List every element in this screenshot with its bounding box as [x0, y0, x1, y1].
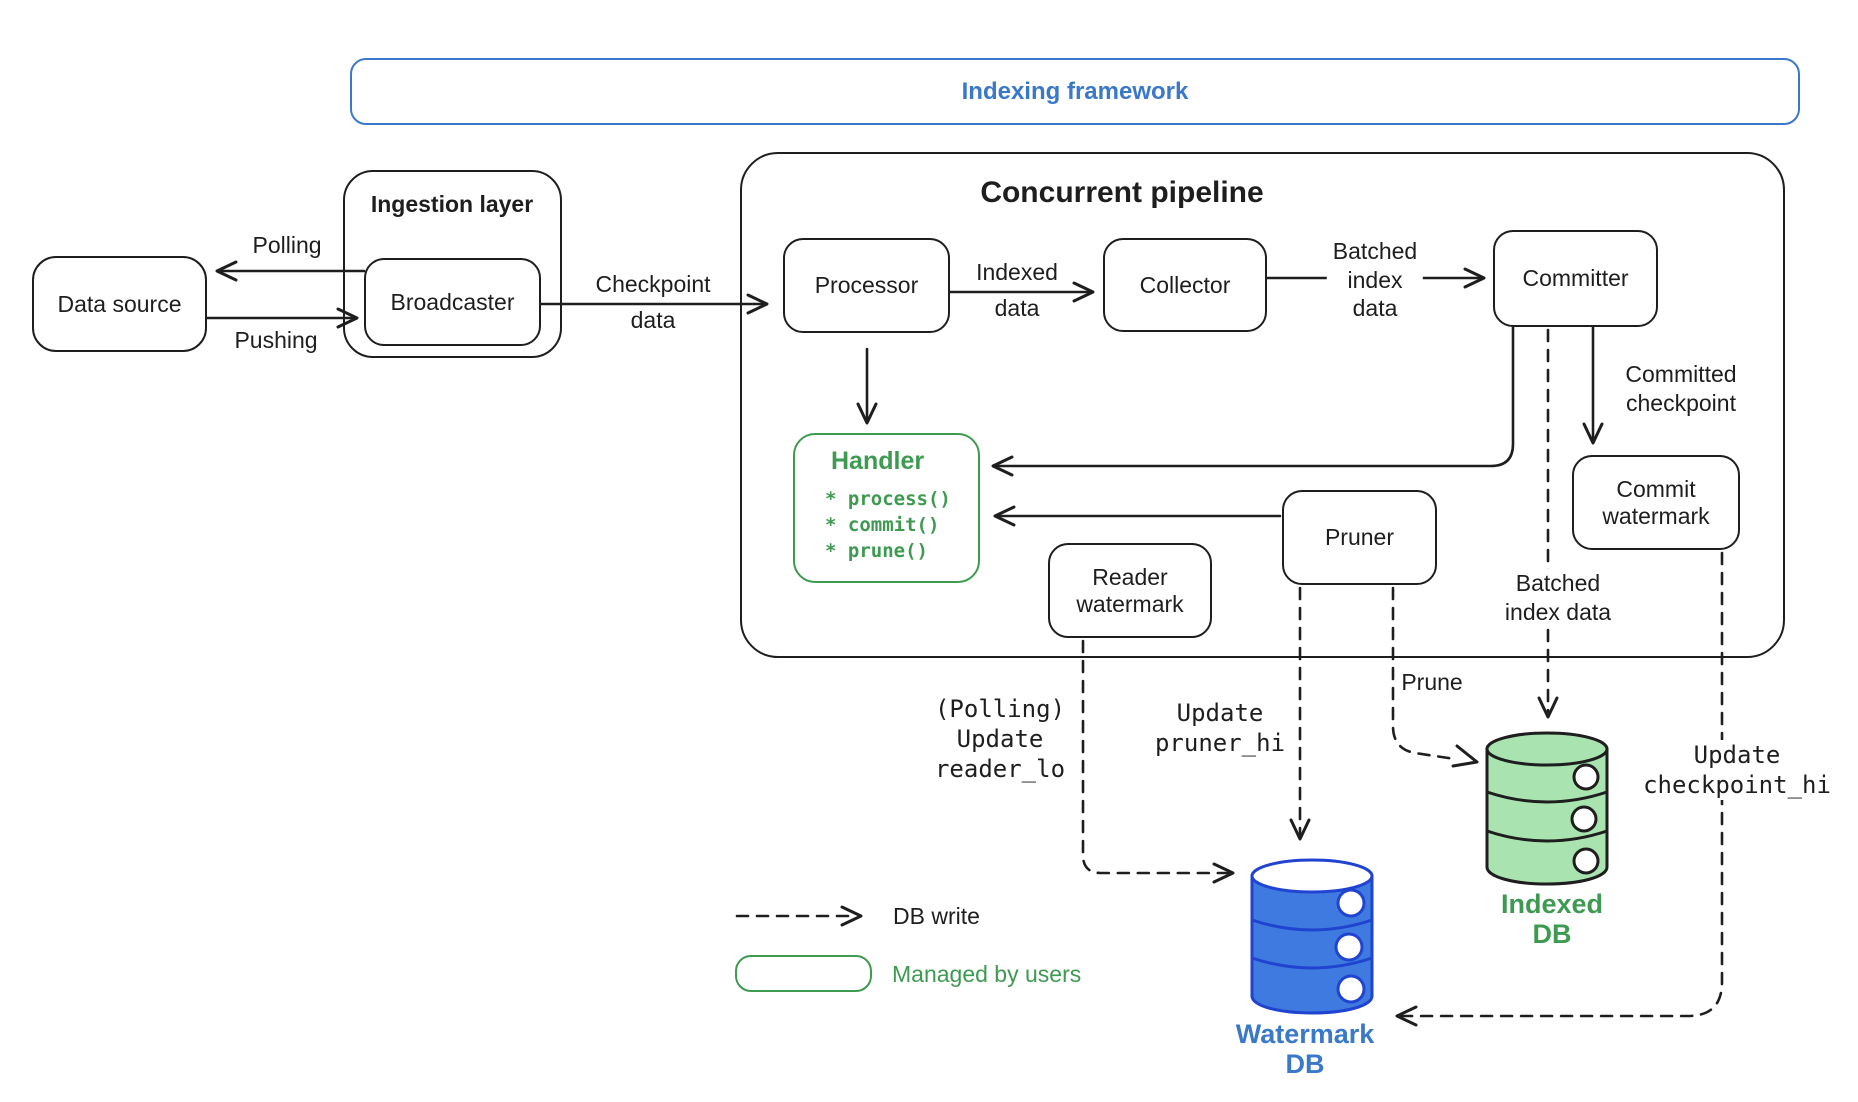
arrow-indexed-data: [948, 281, 1095, 303]
arrow-committed-checkpoint: [1582, 325, 1604, 445]
arrow-checkpoint-data: [539, 293, 769, 315]
indexed-db-icon: [1485, 731, 1609, 886]
ingestion-layer-title: Ingestion layer: [370, 191, 534, 217]
committer-label: Committer: [1522, 265, 1629, 292]
edge-label-polling: Polling: [252, 232, 322, 258]
legend-managed-by-users-label: Managed by users: [892, 961, 1082, 987]
handler-item-prune: * prune(): [825, 539, 928, 562]
node-broadcaster: Broadcaster: [364, 258, 541, 346]
dashed-arrow-checkpoint-hi-to-watermark-db: [1395, 551, 1724, 1027]
edge-label-pushing: Pushing: [234, 327, 318, 353]
arrow-pushing: [205, 307, 359, 329]
dashed-arrow-pruner-to-watermark-db: [1289, 586, 1311, 841]
banner-title: Indexing framework: [961, 77, 1189, 105]
reader-watermark-line1: Reader: [1092, 564, 1168, 591]
edge-label-committed-checkpoint: Committed checkpoint: [1625, 361, 1737, 416]
dashed-arrow-committer-to-indexed-db: [1537, 328, 1559, 719]
edge-label-batched-index-data-bottom: Batched index data: [1498, 569, 1618, 627]
indexing-framework-banner: Indexing framework: [350, 58, 1800, 125]
watermark-db-label: Watermark DB: [1235, 1019, 1375, 1079]
watermark-db-icon: [1250, 858, 1374, 1015]
concurrent-pipeline-title: Concurrent pipeline: [980, 176, 1264, 209]
legend-dashed-arrow: [735, 905, 863, 927]
legend-db-write-label: DB write: [893, 903, 980, 929]
arrow-polling: [215, 260, 366, 282]
collector-label: Collector: [1139, 271, 1231, 298]
legend-managed-by-users-box: [735, 955, 872, 992]
node-data-source: Data source: [32, 256, 207, 352]
dashed-arrow-reader-watermark-to-db: [1081, 639, 1235, 884]
edge-label-batched-index-data-top: Batched index data: [1326, 237, 1424, 323]
node-committer: Committer: [1493, 230, 1658, 327]
commit-watermark-line1: Commit: [1616, 476, 1696, 503]
node-handler: Handler * process() * commit() * prune(): [793, 433, 980, 583]
edge-label-prune: Prune: [1401, 669, 1463, 695]
node-pruner: Pruner: [1282, 490, 1437, 585]
arrow-committer-to-handler: [991, 325, 1515, 477]
arrow-pruner-to-handler: [993, 505, 1282, 527]
indexed-db-label: Indexed DB: [1500, 889, 1604, 949]
handler-title: Handler: [831, 447, 925, 475]
edge-label-update-checkpoint-hi: Update checkpoint_hi: [1637, 740, 1837, 800]
edge-label-indexed-data: Indexed data: [976, 259, 1058, 321]
processor-label: Processor: [814, 272, 919, 299]
node-collector: Collector: [1103, 238, 1267, 332]
edge-label-checkpoint-data: Checkpoint data: [595, 271, 711, 333]
reader-watermark-line2: watermark: [1076, 590, 1184, 617]
node-reader-watermark: Reader watermark: [1048, 543, 1212, 638]
node-commit-watermark: Commit watermark: [1572, 455, 1740, 550]
handler-item-process: * process(): [825, 487, 951, 510]
node-processor: Processor: [783, 238, 950, 333]
commit-watermark-line2: watermark: [1602, 502, 1710, 529]
broadcaster-label: Broadcaster: [390, 288, 515, 315]
dashed-arrow-prune-to-indexed-db: [1391, 586, 1479, 768]
arrow-processor-to-handler: [856, 347, 878, 425]
edge-label-update-pruner-hi: Update pruner_hi: [1154, 699, 1286, 757]
data-source-label: Data source: [57, 290, 182, 317]
edge-label-update-reader-lo: (Polling) Update reader_lo: [934, 695, 1066, 783]
ingestion-layer-box: [343, 170, 562, 358]
handler-item-commit: * commit(): [825, 513, 940, 536]
pruner-label: Pruner: [1324, 524, 1395, 551]
concurrent-pipeline-box: [740, 152, 1785, 658]
